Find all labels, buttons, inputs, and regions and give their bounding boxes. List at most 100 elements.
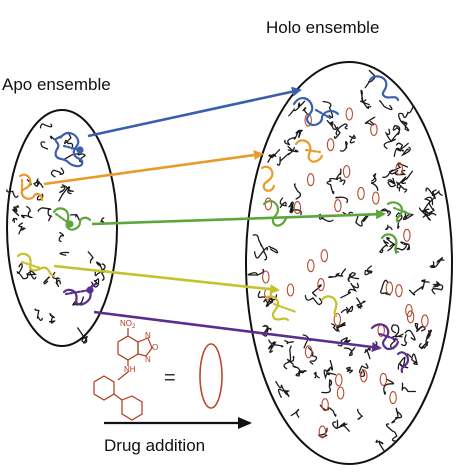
coil-strand <box>385 423 398 442</box>
coil-strand <box>340 282 360 299</box>
coil-strand <box>375 439 386 452</box>
coil-strand <box>336 422 350 432</box>
coil-strand <box>253 247 269 259</box>
coil-strand <box>400 146 411 157</box>
holo-conformer-orange <box>260 139 324 192</box>
drug-nitro-label: NO2 <box>120 319 136 330</box>
coil-strand <box>418 341 429 350</box>
bound-drug-ellipse <box>304 113 312 127</box>
holo-ensemble-ellipse <box>245 61 453 465</box>
coil-strand <box>414 322 426 332</box>
coil-strand <box>34 308 43 321</box>
coil-strand <box>12 205 20 217</box>
coil-strand <box>395 142 409 150</box>
coil-strand <box>58 186 72 202</box>
bound-drug-ellipse <box>342 164 351 179</box>
coil-strand <box>263 296 274 308</box>
coil-strand <box>364 341 378 360</box>
coil-strand <box>302 107 310 116</box>
coil-strand <box>408 279 430 296</box>
drug-addition-label: Drug addition <box>104 436 205 455</box>
arrow-blue <box>87 86 302 138</box>
bound-drug-ellipse <box>336 386 345 400</box>
holo-ensemble-title: Holo ensemble <box>266 18 379 37</box>
coil-strand <box>40 141 49 150</box>
coil-strand <box>70 213 81 223</box>
coil-strand <box>401 170 414 184</box>
coil-strand <box>422 196 434 213</box>
coil-strand <box>332 419 339 429</box>
coil-strand <box>348 134 356 144</box>
coil-strand <box>328 268 347 279</box>
coil-strand <box>77 327 88 344</box>
coil-strand <box>389 163 409 173</box>
bound-drug-ellipse <box>406 310 415 324</box>
coil-strand <box>429 261 435 269</box>
coil-strand <box>283 355 295 370</box>
drug-ring-o-label: O <box>152 343 158 352</box>
holo-conformer-purple <box>370 323 410 374</box>
coil-strand <box>326 359 334 373</box>
coil-strand <box>290 204 302 216</box>
coil-strand <box>378 100 393 111</box>
coil-strand <box>343 347 356 357</box>
coil-strand <box>293 183 302 200</box>
coil-strand <box>356 408 364 420</box>
apo-conformer-yellow <box>16 252 56 278</box>
coil-strand <box>284 340 294 345</box>
coil-strand <box>304 295 323 306</box>
bound-drug-ellipse <box>306 173 315 187</box>
apo-conformer-green <box>52 207 92 231</box>
coil-strand <box>387 177 397 188</box>
apo-conformer-purple <box>62 282 98 306</box>
coil-strand <box>393 147 405 158</box>
coil-strand <box>333 124 341 139</box>
bound-drug-ellipse <box>326 138 335 152</box>
coil-strand <box>395 212 403 229</box>
coil-strand <box>404 329 416 341</box>
equals-sign: = <box>164 367 176 389</box>
coil-strand <box>431 189 437 197</box>
drug-ring-n1-label: N <box>145 331 151 340</box>
bound-drug-ellipse <box>286 283 295 297</box>
drug-legend-ellipse-icon <box>199 343 223 409</box>
holo-conformer-green <box>262 200 412 254</box>
bound-drug-ellipse <box>372 191 380 205</box>
coil-strand <box>322 100 334 119</box>
arrow-purple <box>93 310 382 352</box>
coil-strand <box>295 370 303 377</box>
coil-strand <box>356 297 366 309</box>
coil-strand <box>319 404 337 417</box>
coil-strand <box>292 365 307 374</box>
coil-strand <box>360 89 367 103</box>
coil-strand <box>383 378 395 395</box>
coil-strand <box>252 234 268 261</box>
coil-strand <box>64 153 86 163</box>
coil-strand <box>321 379 333 394</box>
coil-strand <box>401 382 417 393</box>
coil-strand <box>37 207 53 222</box>
bound-drug-ellipse <box>379 372 388 386</box>
coil-strand <box>11 217 18 223</box>
coil-strand <box>402 210 415 221</box>
coil-strand <box>391 324 404 338</box>
coil-strand <box>400 120 410 132</box>
bound-drug-ellipse <box>421 314 429 328</box>
bound-drug-ellipse <box>389 391 397 405</box>
coil-strand <box>307 347 318 365</box>
coil-strand <box>335 196 349 204</box>
holo-bound-drug-ellipses <box>262 107 429 439</box>
coil-strand <box>278 388 289 398</box>
coil-strand <box>425 187 443 196</box>
coil-strand <box>268 245 279 254</box>
holo-background-coils <box>247 69 445 452</box>
coil-strand <box>296 129 303 139</box>
coil-strand <box>268 341 284 350</box>
coil-strand <box>336 322 346 333</box>
bound-drug-ellipse <box>360 369 368 383</box>
coil-strand <box>432 257 445 268</box>
coil-strand <box>326 177 338 195</box>
coil-strand <box>63 132 74 150</box>
bound-drug-ellipse <box>317 278 325 292</box>
coil-strand <box>286 345 294 365</box>
